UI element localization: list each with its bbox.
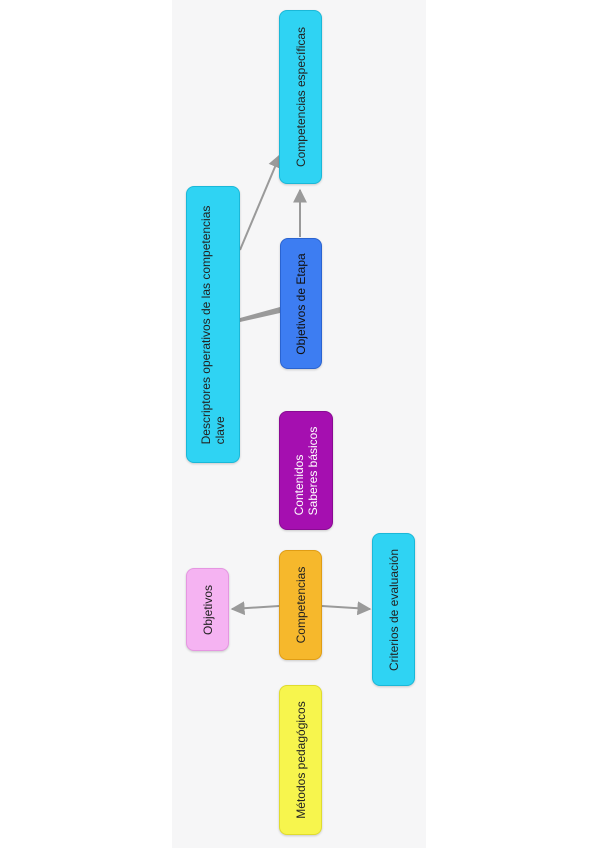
node-competencias[interactable]: Competencias: [279, 550, 322, 660]
node-descriptores-line-2: clave: [213, 415, 227, 444]
node-objetivos[interactable]: Objetivos: [186, 568, 229, 651]
node-metodos-label: Métodos pedagógicos: [293, 701, 308, 819]
edge-competencias-objetivos: [230, 601, 280, 616]
node-competencias-label: Competencias: [293, 566, 308, 644]
node-contenidos-line-1: Contenidos: [292, 454, 306, 515]
node-metodos-pedagogicos[interactable]: Métodos pedagógicos: [279, 685, 322, 835]
node-objetivos-de-etapa[interactable]: Objetivos de Etapa: [280, 238, 322, 369]
node-descriptores-operativos-label: Descriptores operativos de las competenc…: [199, 205, 227, 444]
node-contenidos-line-2: Saberes básicos: [306, 426, 320, 515]
node-descriptores-operativos[interactable]: Descriptores operativos de las competenc…: [186, 186, 240, 463]
node-criterios-de-evaluacion[interactable]: Criterios de evaluación: [372, 533, 415, 686]
node-objetivos-de-etapa-label: Objetivos de Etapa: [294, 252, 308, 355]
node-competencias-especificas[interactable]: Competencias específicas: [279, 10, 322, 184]
node-criterios-label: Criterios de evaluación: [386, 548, 401, 671]
edge-descriptores-competencias-especificas: [239, 153, 282, 251]
node-descriptores-line-1: Descriptores operativos de las competenc…: [199, 205, 213, 444]
edge-objetivos-etapa-descriptores: [240, 307, 280, 322]
node-contenidos-saberes-basicos[interactable]: Contenidos Saberes básicos: [279, 411, 333, 530]
edge-competencias-criterios: [321, 601, 372, 616]
node-objetivos-label: Objetivos: [200, 584, 215, 635]
node-contenidos-label: Contenidos Saberes básicos: [292, 426, 320, 515]
node-competencias-especificas-label: Competencias específicas: [293, 26, 308, 168]
